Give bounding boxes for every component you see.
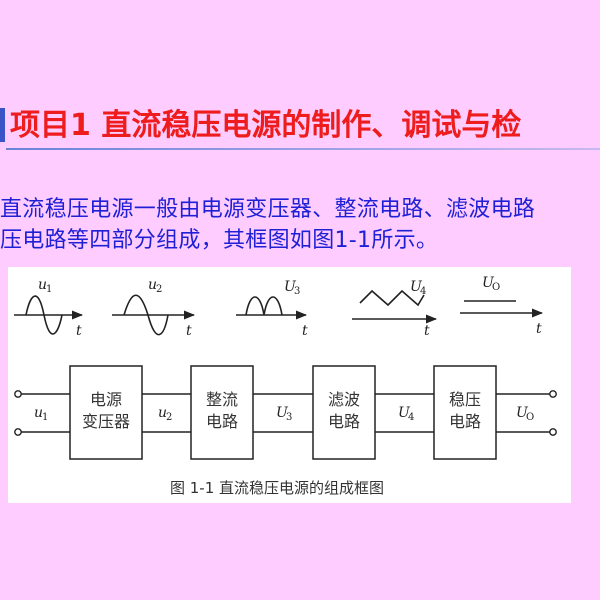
- signal-labels: u 1 u 2 U 3 U 4 U O: [34, 405, 534, 423]
- signal-5-sub: O: [526, 412, 534, 423]
- body-text-line-1: 直流稳压电源一般由电源变压器、整流电路、滤波电路: [0, 197, 536, 222]
- waveform-4-label: U: [410, 279, 423, 295]
- waveform-5-axis: t: [536, 321, 542, 337]
- figure-caption: 图 1-1 直流稳压电源的组成框图: [170, 479, 384, 497]
- signal-3-label: U: [276, 405, 289, 421]
- block-3-line2: 电路: [328, 412, 360, 431]
- waveform-2-sub: 2: [156, 284, 162, 295]
- waveform-1-label: u: [38, 277, 47, 293]
- title-accent-bar: [0, 108, 5, 142]
- block-diagram-figure: u 1 t u 2 t U 3 t U 4 t: [8, 267, 571, 503]
- output-terminal-bottom: [549, 428, 557, 436]
- block-diagram-svg: u 1 t u 2 t U 3 t U 4 t: [14, 275, 557, 497]
- signal-3-sub: 3: [286, 412, 292, 423]
- waveform-3-sub: 3: [294, 286, 300, 297]
- signal-4-label: U: [398, 405, 411, 421]
- block-regulator: 稳压 电路: [433, 365, 497, 460]
- waveform-4-axis: t: [424, 323, 430, 339]
- block-2-line1: 整流: [206, 390, 238, 409]
- waveform-1-sub: 1: [46, 284, 52, 295]
- waveform-3-axis: t: [302, 323, 308, 339]
- signal-2-sub: 2: [166, 412, 172, 423]
- waveform-3-label: U: [284, 279, 297, 295]
- signal-4-sub: 4: [408, 412, 414, 423]
- waveform-5-sub: O: [492, 282, 500, 293]
- output-terminal-top: [549, 390, 557, 398]
- block-3-line1: 滤波: [328, 390, 360, 409]
- input-terminal-top: [14, 390, 22, 398]
- waveform-5: U O t: [460, 275, 544, 337]
- signal-2-label: u: [158, 405, 167, 421]
- waveform-4: U 4 t: [352, 279, 438, 339]
- block-4-line2: 电路: [449, 412, 481, 431]
- circuit-wires: [18, 393, 550, 433]
- waveform-5-label: U: [482, 275, 495, 291]
- input-terminal-bottom: [14, 428, 22, 436]
- signal-1-label: u: [34, 405, 43, 421]
- block-transformer: 电源 变压器: [69, 365, 143, 460]
- waveform-1: u 1 t: [14, 277, 84, 339]
- body-text-line-2: 压电路等四部分组成，其框图如图1-1所示。: [0, 228, 439, 253]
- title-divider: [6, 148, 600, 150]
- waveform-2-label: u: [148, 277, 157, 293]
- waveform-2-axis: t: [186, 323, 192, 339]
- waveform-1-axis: t: [76, 323, 82, 339]
- waveform-3: U 3 t: [236, 279, 308, 339]
- block-rectifier: 整流 电路: [190, 365, 254, 460]
- signal-5-label: U: [516, 405, 529, 421]
- block-1-line1: 电源: [90, 390, 122, 409]
- terminals: [14, 390, 557, 436]
- block-2-line2: 电路: [206, 412, 238, 431]
- slide-title-bar: [0, 100, 600, 150]
- slide-title: 项目1 直流稳压电源的制作、调试与检: [10, 108, 522, 143]
- signal-1-sub: 1: [42, 412, 48, 423]
- waveform-2: u 2 t: [112, 277, 196, 339]
- block-4-line1: 稳压: [449, 390, 481, 409]
- block-filter: 滤波 电路: [312, 365, 376, 460]
- waveform-4-sub: 4: [420, 286, 426, 297]
- block-1-line2: 变压器: [82, 412, 130, 431]
